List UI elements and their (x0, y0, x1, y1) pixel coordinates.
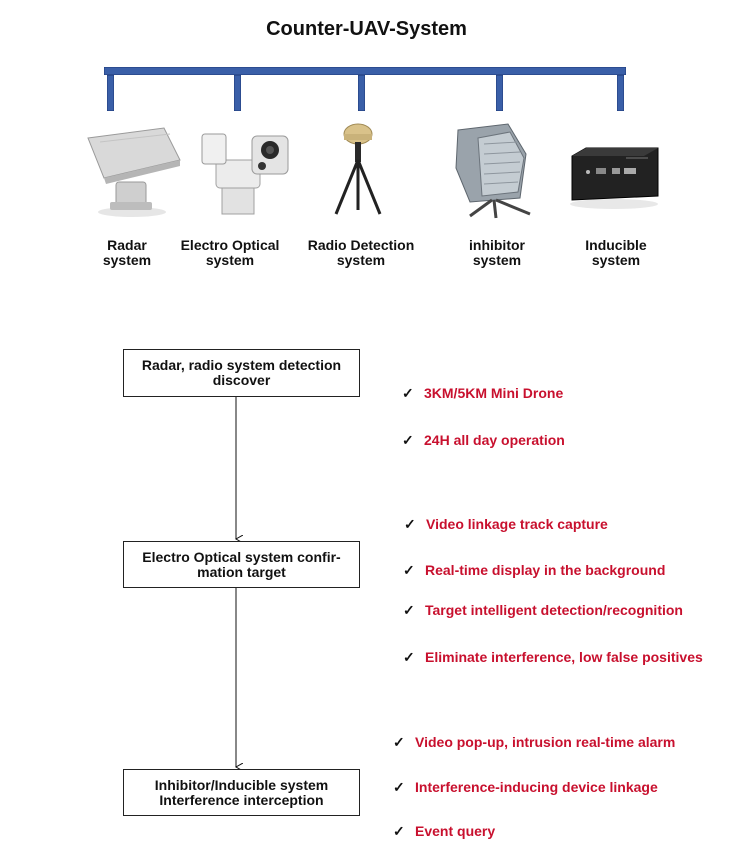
check-icon: ✓ (404, 516, 416, 532)
check-icon: ✓ (402, 385, 414, 401)
feature-item: ✓Event query (393, 823, 496, 839)
feature-item: ✓Target intelligent detection/recognitio… (403, 602, 683, 618)
feature-item: ✓Video pop-up, intrusion real-time alarm (393, 734, 676, 750)
flow-step-confirmation: Electro Optical system confir-mation tar… (123, 541, 360, 588)
bus-drop-electro-optical (234, 75, 241, 111)
feature-item: ✓Video linkage track capture (404, 516, 608, 532)
diagram-title: Counter-UAV-System (266, 18, 467, 40)
check-icon: ✓ (393, 823, 405, 839)
feature-item: ✓24H all day operation (402, 432, 565, 448)
check-icon: ✓ (393, 779, 405, 795)
feature-item: ✓Interference-inducing device linkage (393, 779, 658, 795)
feature-item: ✓Eliminate interference, low false posit… (403, 649, 703, 665)
radio-detection-antenna-icon (328, 120, 388, 220)
radar-icon (80, 120, 185, 220)
inhibitor-jammer-icon (448, 120, 538, 220)
feature-item: ✓Real-time display in the background (403, 562, 666, 578)
check-icon: ✓ (403, 649, 415, 665)
bus-drop-radar (107, 75, 114, 111)
bus-drop-radio-detection (358, 75, 365, 111)
bus-drop-inhibitor (496, 75, 503, 111)
system-bus-bar (104, 67, 626, 75)
inducible-device-icon (566, 120, 662, 220)
check-icon: ✓ (403, 562, 415, 578)
check-icon: ✓ (393, 734, 405, 750)
electro-optical-camera-icon (194, 120, 290, 220)
check-icon: ✓ (403, 602, 415, 618)
check-icon: ✓ (402, 432, 414, 448)
bus-drop-inducible (617, 75, 624, 111)
feature-item: ✓3KM/5KM Mini Drone (402, 385, 564, 401)
